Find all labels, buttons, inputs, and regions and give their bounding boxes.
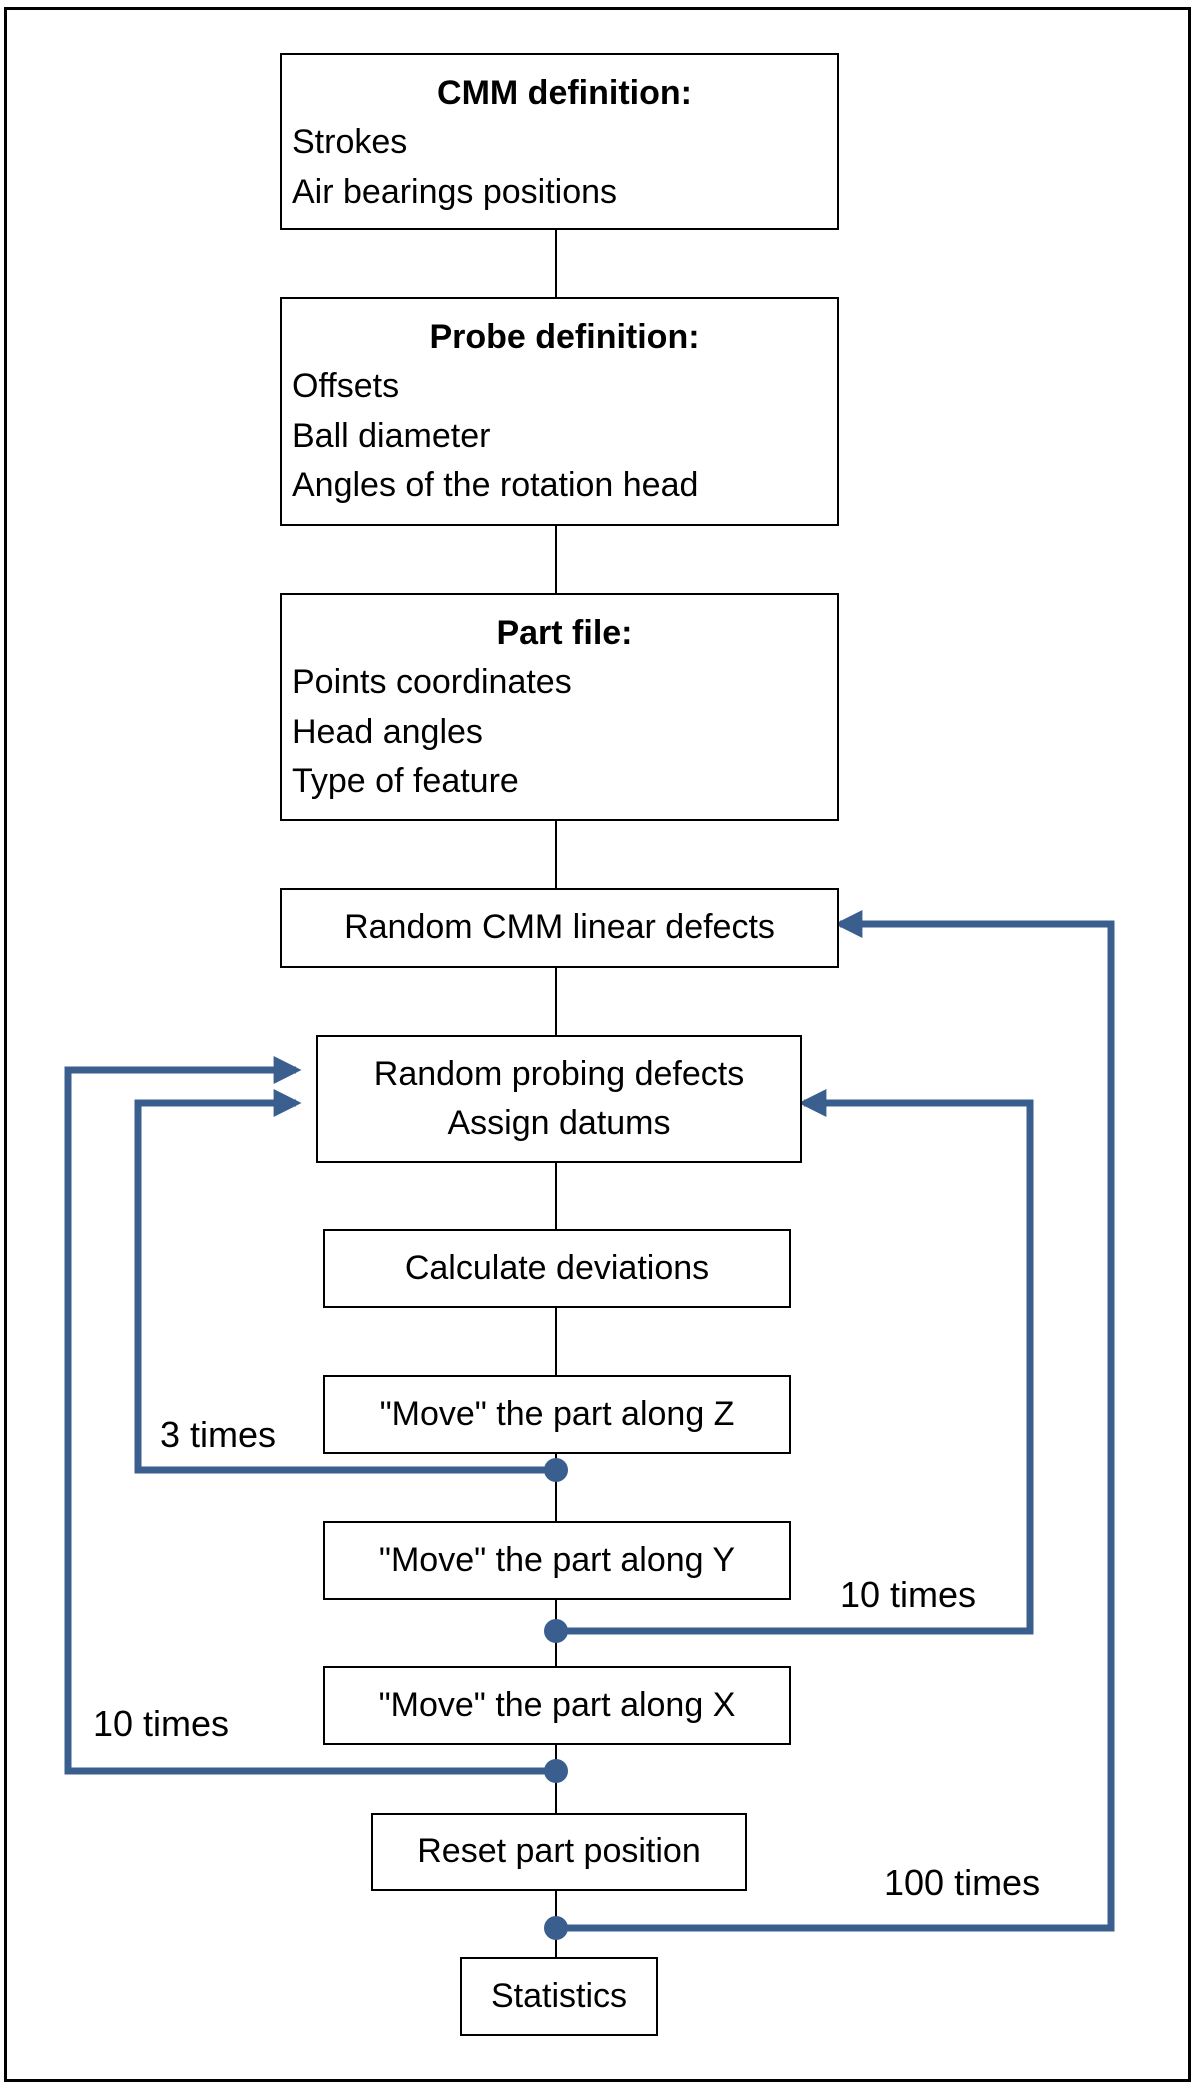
loop-y-label: 10 times: [840, 1574, 977, 1615]
move-y-label: "Move" the part along Y: [378, 1540, 736, 1579]
calculate-deviations-label: Calculate deviations: [404, 1248, 710, 1287]
reset-position-box: Reset part position: [371, 1813, 747, 1891]
part-file-box: Part file: Points coordinates Head angle…: [280, 593, 839, 821]
cmm-linear-defects-label: Random CMM linear defects: [344, 908, 775, 947]
probing-defects-box: Random probing defects Assign datums: [316, 1035, 802, 1163]
part-file-line: Points coordinates: [292, 663, 572, 702]
loop-z-path: [134, 1089, 556, 1474]
probe-definition-line: Ball diameter: [292, 416, 491, 455]
probe-definition-box: Probe definition: Offsets Ball diameter …: [280, 297, 839, 526]
loop-z-junction-dot: [544, 1458, 568, 1482]
reset-position-label: Reset part position: [417, 1832, 701, 1871]
loop-x-label: 10 times: [93, 1703, 230, 1744]
move-y-box: "Move" the part along Y: [323, 1521, 791, 1600]
cmm-definition-line: Air bearings positions: [292, 172, 618, 211]
assign-datums-line: Assign datums: [447, 1104, 671, 1142]
move-x-label: "Move" the part along X: [378, 1685, 736, 1724]
loop-outer-path: [556, 910, 1115, 1932]
statistics-box: Statistics: [460, 1957, 658, 2036]
loop-y-junction-dot: [544, 1619, 568, 1643]
cmm-definition-line: Strokes: [292, 123, 408, 162]
part-file-title: Part file:: [496, 614, 633, 652]
probe-definition-line: Offsets: [292, 367, 400, 406]
loop-outer-label: 100 times: [884, 1862, 1041, 1903]
loop-y-path: [556, 1089, 1034, 1635]
probe-definition-line: Angles of the rotation head: [292, 465, 699, 504]
calculate-deviations-box: Calculate deviations: [323, 1229, 791, 1308]
move-x-box: "Move" the part along X: [323, 1666, 791, 1745]
part-file-line: Type of feature: [292, 761, 519, 800]
loop-x-path: [64, 1056, 556, 1775]
diagram-frame: [4, 7, 1191, 2082]
move-z-label: "Move" the part along Z: [379, 1394, 735, 1433]
move-z-box: "Move" the part along Z: [323, 1375, 791, 1454]
probing-defects-line: Random probing defects: [373, 1054, 745, 1093]
loop-x-junction-dot: [544, 1759, 568, 1783]
part-file-line: Head angles: [292, 712, 483, 751]
cmm-definition-box: CMM definition: Strokes Air bearings pos…: [280, 53, 839, 230]
cmm-linear-defects-box: Random CMM linear defects: [280, 888, 839, 968]
cmm-definition-title: CMM definition:: [437, 74, 692, 112]
loop-z-label: 3 times: [160, 1414, 277, 1455]
statistics-label: Statistics: [490, 1976, 628, 2015]
probe-definition-title: Probe definition:: [429, 318, 700, 356]
loop-outer-junction-dot: [544, 1916, 568, 1940]
